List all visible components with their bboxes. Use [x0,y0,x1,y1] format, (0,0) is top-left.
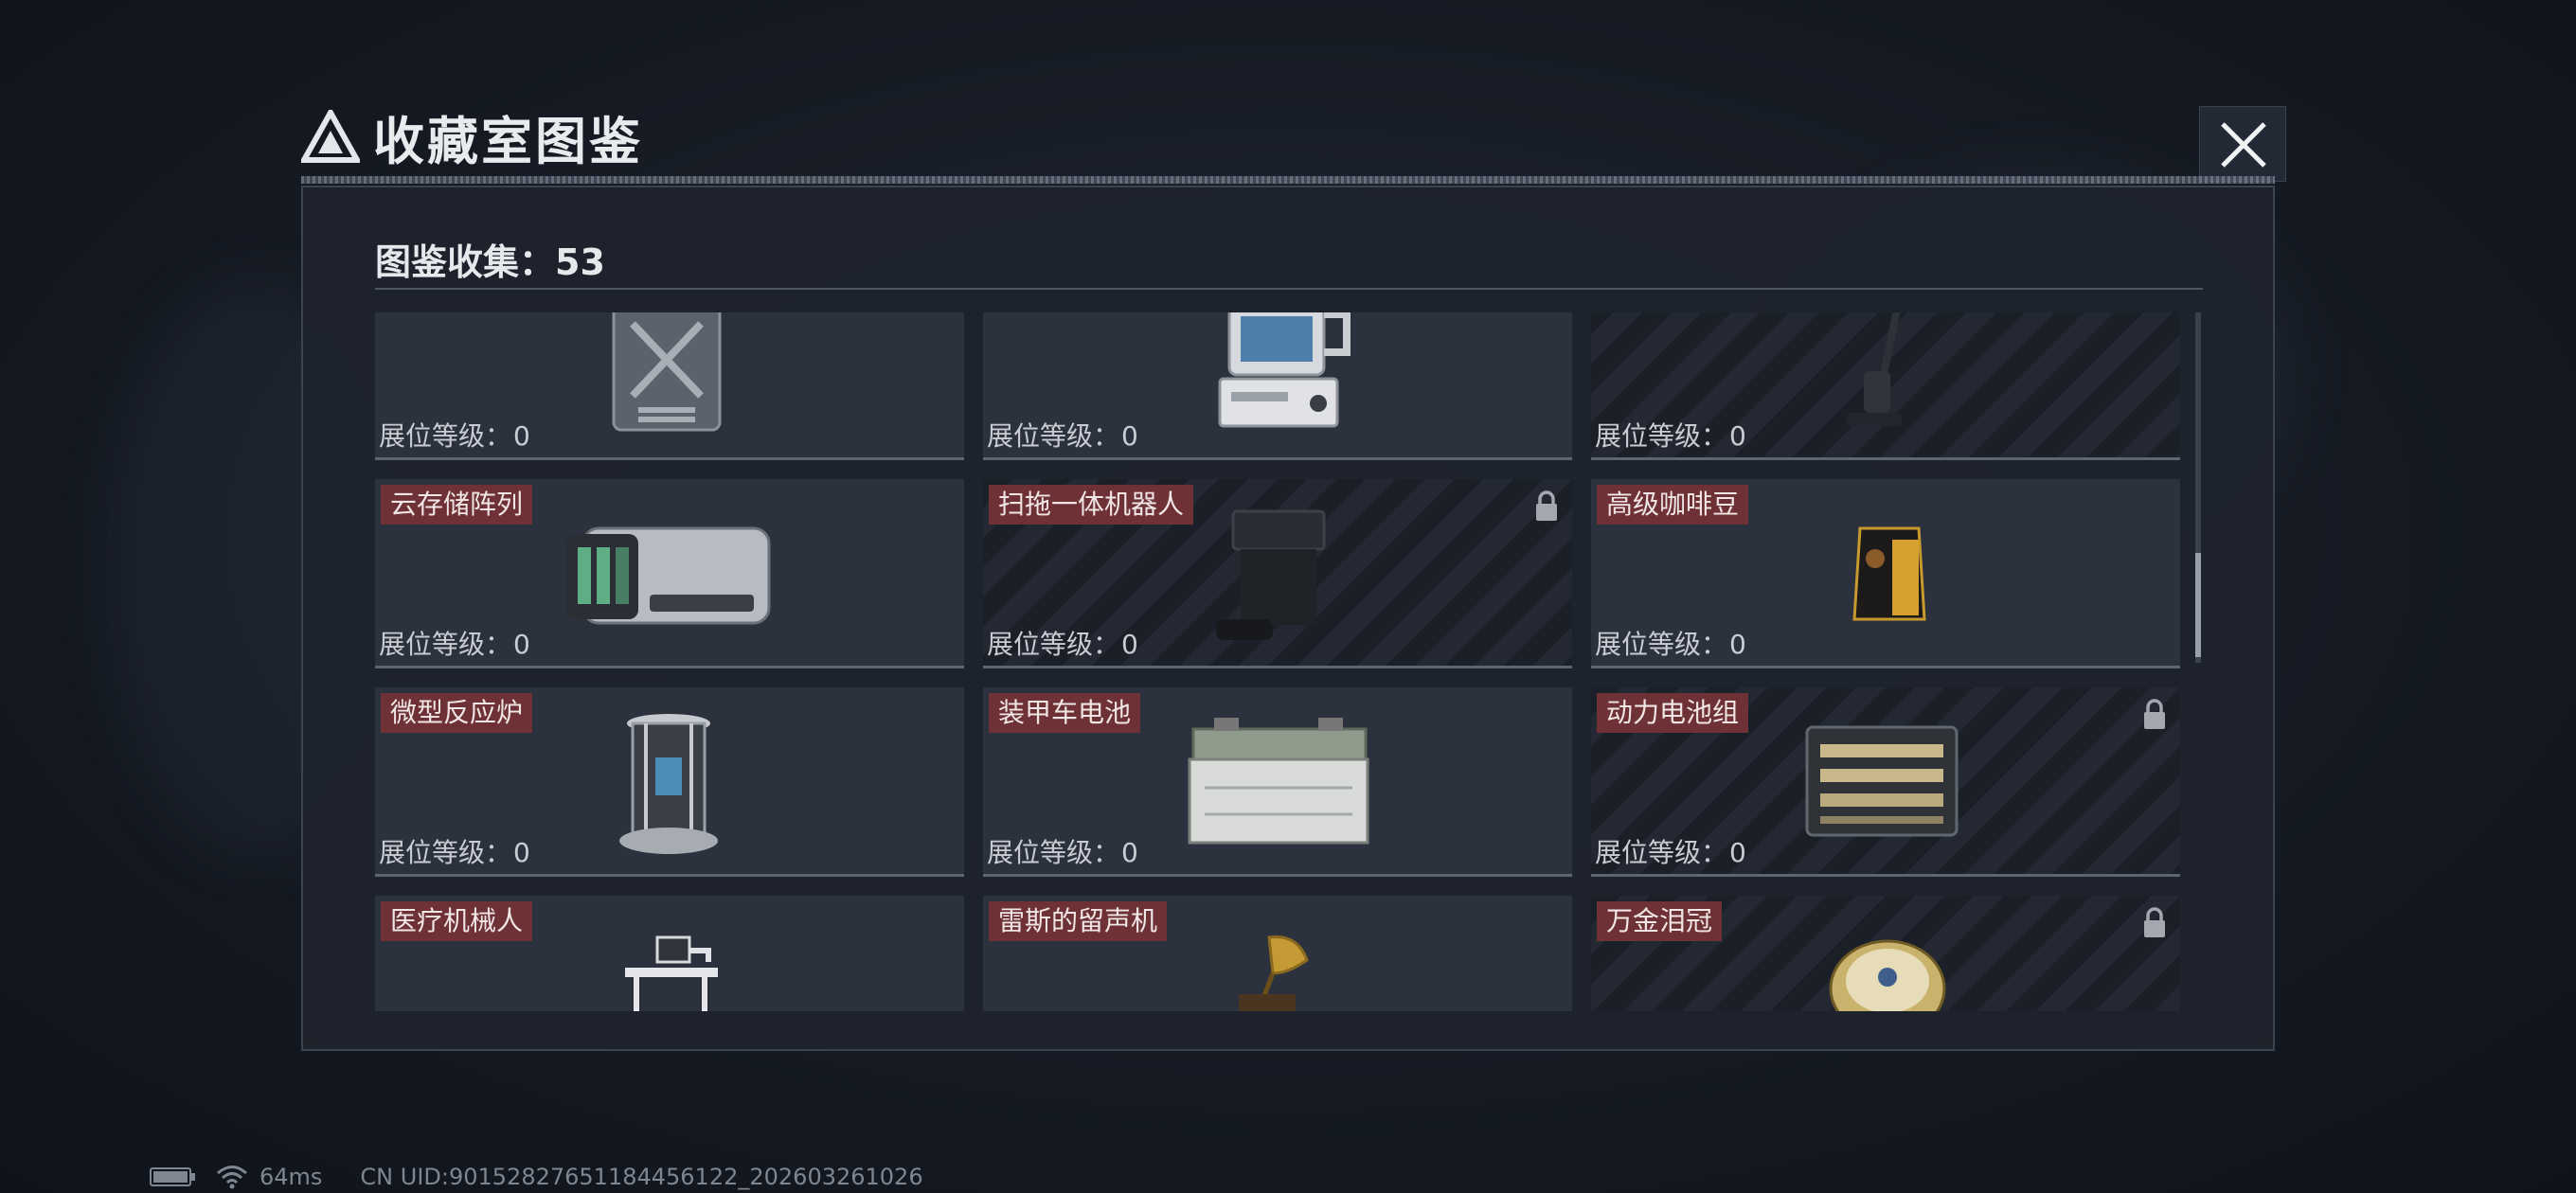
item-name-label: 装甲车电池 [989,693,1141,733]
terminal-device-icon [1218,312,1351,428]
close-button[interactable] [2199,106,2286,182]
page-header: 收藏室图鉴 [301,106,643,171]
item-name-label: 医疗机械人 [381,901,533,941]
item-name-label: 动力电池组 [1597,693,1749,733]
display-level: 展位等级：0 [379,420,530,452]
collection-card[interactable]: 展位等级：0 [983,312,1572,460]
floor-washer-icon [1847,312,1902,426]
collection-card[interactable]: 装甲车电池 展位等级：0 [983,687,1572,877]
display-level: 展位等级：0 [1595,420,1746,452]
collection-count: 图鉴收集：53 [375,241,605,283]
display-level: 展位等级：0 [987,420,1138,452]
collection-card[interactable]: 展位等级：0 [375,312,964,460]
item-name-label: 扫拖一体机器人 [989,485,1194,525]
display-level: 展位等级：0 [1595,629,1746,660]
item-name-label: 万金泪冠 [1597,901,1723,941]
display-level: 展位等级：0 [379,629,530,660]
micro-reactor-icon [619,714,718,854]
scrollbar-thumb[interactable] [2195,553,2201,657]
data-safe-icon [612,312,722,432]
collection-card-locked[interactable]: 展位等级：0 [1591,312,2180,460]
lock-icon [2144,699,2165,729]
collection-card-locked[interactable]: 万金泪冠 [1591,896,2180,1011]
item-name-label: 雷斯的留声机 [989,901,1168,941]
collection-card-locked[interactable]: 扫拖一体机器人 展位等级：0 [983,479,1572,668]
coffee-beans-icon [1852,526,1926,621]
page-title: 收藏室图鉴 [373,111,643,171]
display-level: 展位等级：0 [1595,837,1746,868]
battery-icon [150,1167,195,1186]
power-battery-pack-icon [1805,725,1959,837]
display-level: 展位等级：0 [987,629,1138,660]
status-bar: 64ms CN UID:90152827651184456122_2026032… [150,1163,923,1191]
cloud-storage-array-icon [566,526,771,625]
ping-readout: 64ms [259,1164,323,1190]
collection-grid[interactable]: 展位等级：0 展位等级：0 展位等级：0 云存储阵列 [375,312,2180,1011]
mop-robot-icon [1216,509,1326,640]
item-name-label: 高级咖啡豆 [1597,485,1749,525]
scrollbar-track[interactable] [2195,312,2201,663]
wifi-icon [217,1166,247,1189]
medical-robot-icon [625,935,718,1011]
user-uid: CN UID:90152827651184456122_202603261026 [360,1164,923,1190]
armored-battery-icon [1188,718,1369,845]
display-level: 展位等级：0 [987,837,1138,868]
triangle-logo-icon [301,110,360,163]
count-divider [375,288,2203,290]
collection-card[interactable]: 微型反应炉 展位等级：0 [375,687,964,877]
lock-icon [1536,490,1557,521]
header-divider [301,176,2275,184]
gramophone-icon [1239,935,1309,1011]
collection-card[interactable]: 云存储阵列 展位等级：0 [375,479,964,668]
close-icon [2221,122,2266,168]
item-name-label: 微型反应炉 [381,693,533,733]
item-name-label: 云存储阵列 [381,485,533,525]
jeweled-crown-icon [1829,939,1946,1011]
lock-icon [2144,907,2165,937]
collection-card[interactable]: 雷斯的留声机 [983,896,1572,1011]
collection-card[interactable]: 高级咖啡豆 展位等级：0 [1591,479,2180,668]
collection-card-locked[interactable]: 动力电池组 展位等级：0 [1591,687,2180,877]
display-level: 展位等级：0 [379,837,530,868]
collection-card[interactable]: 医疗机械人 [375,896,964,1011]
